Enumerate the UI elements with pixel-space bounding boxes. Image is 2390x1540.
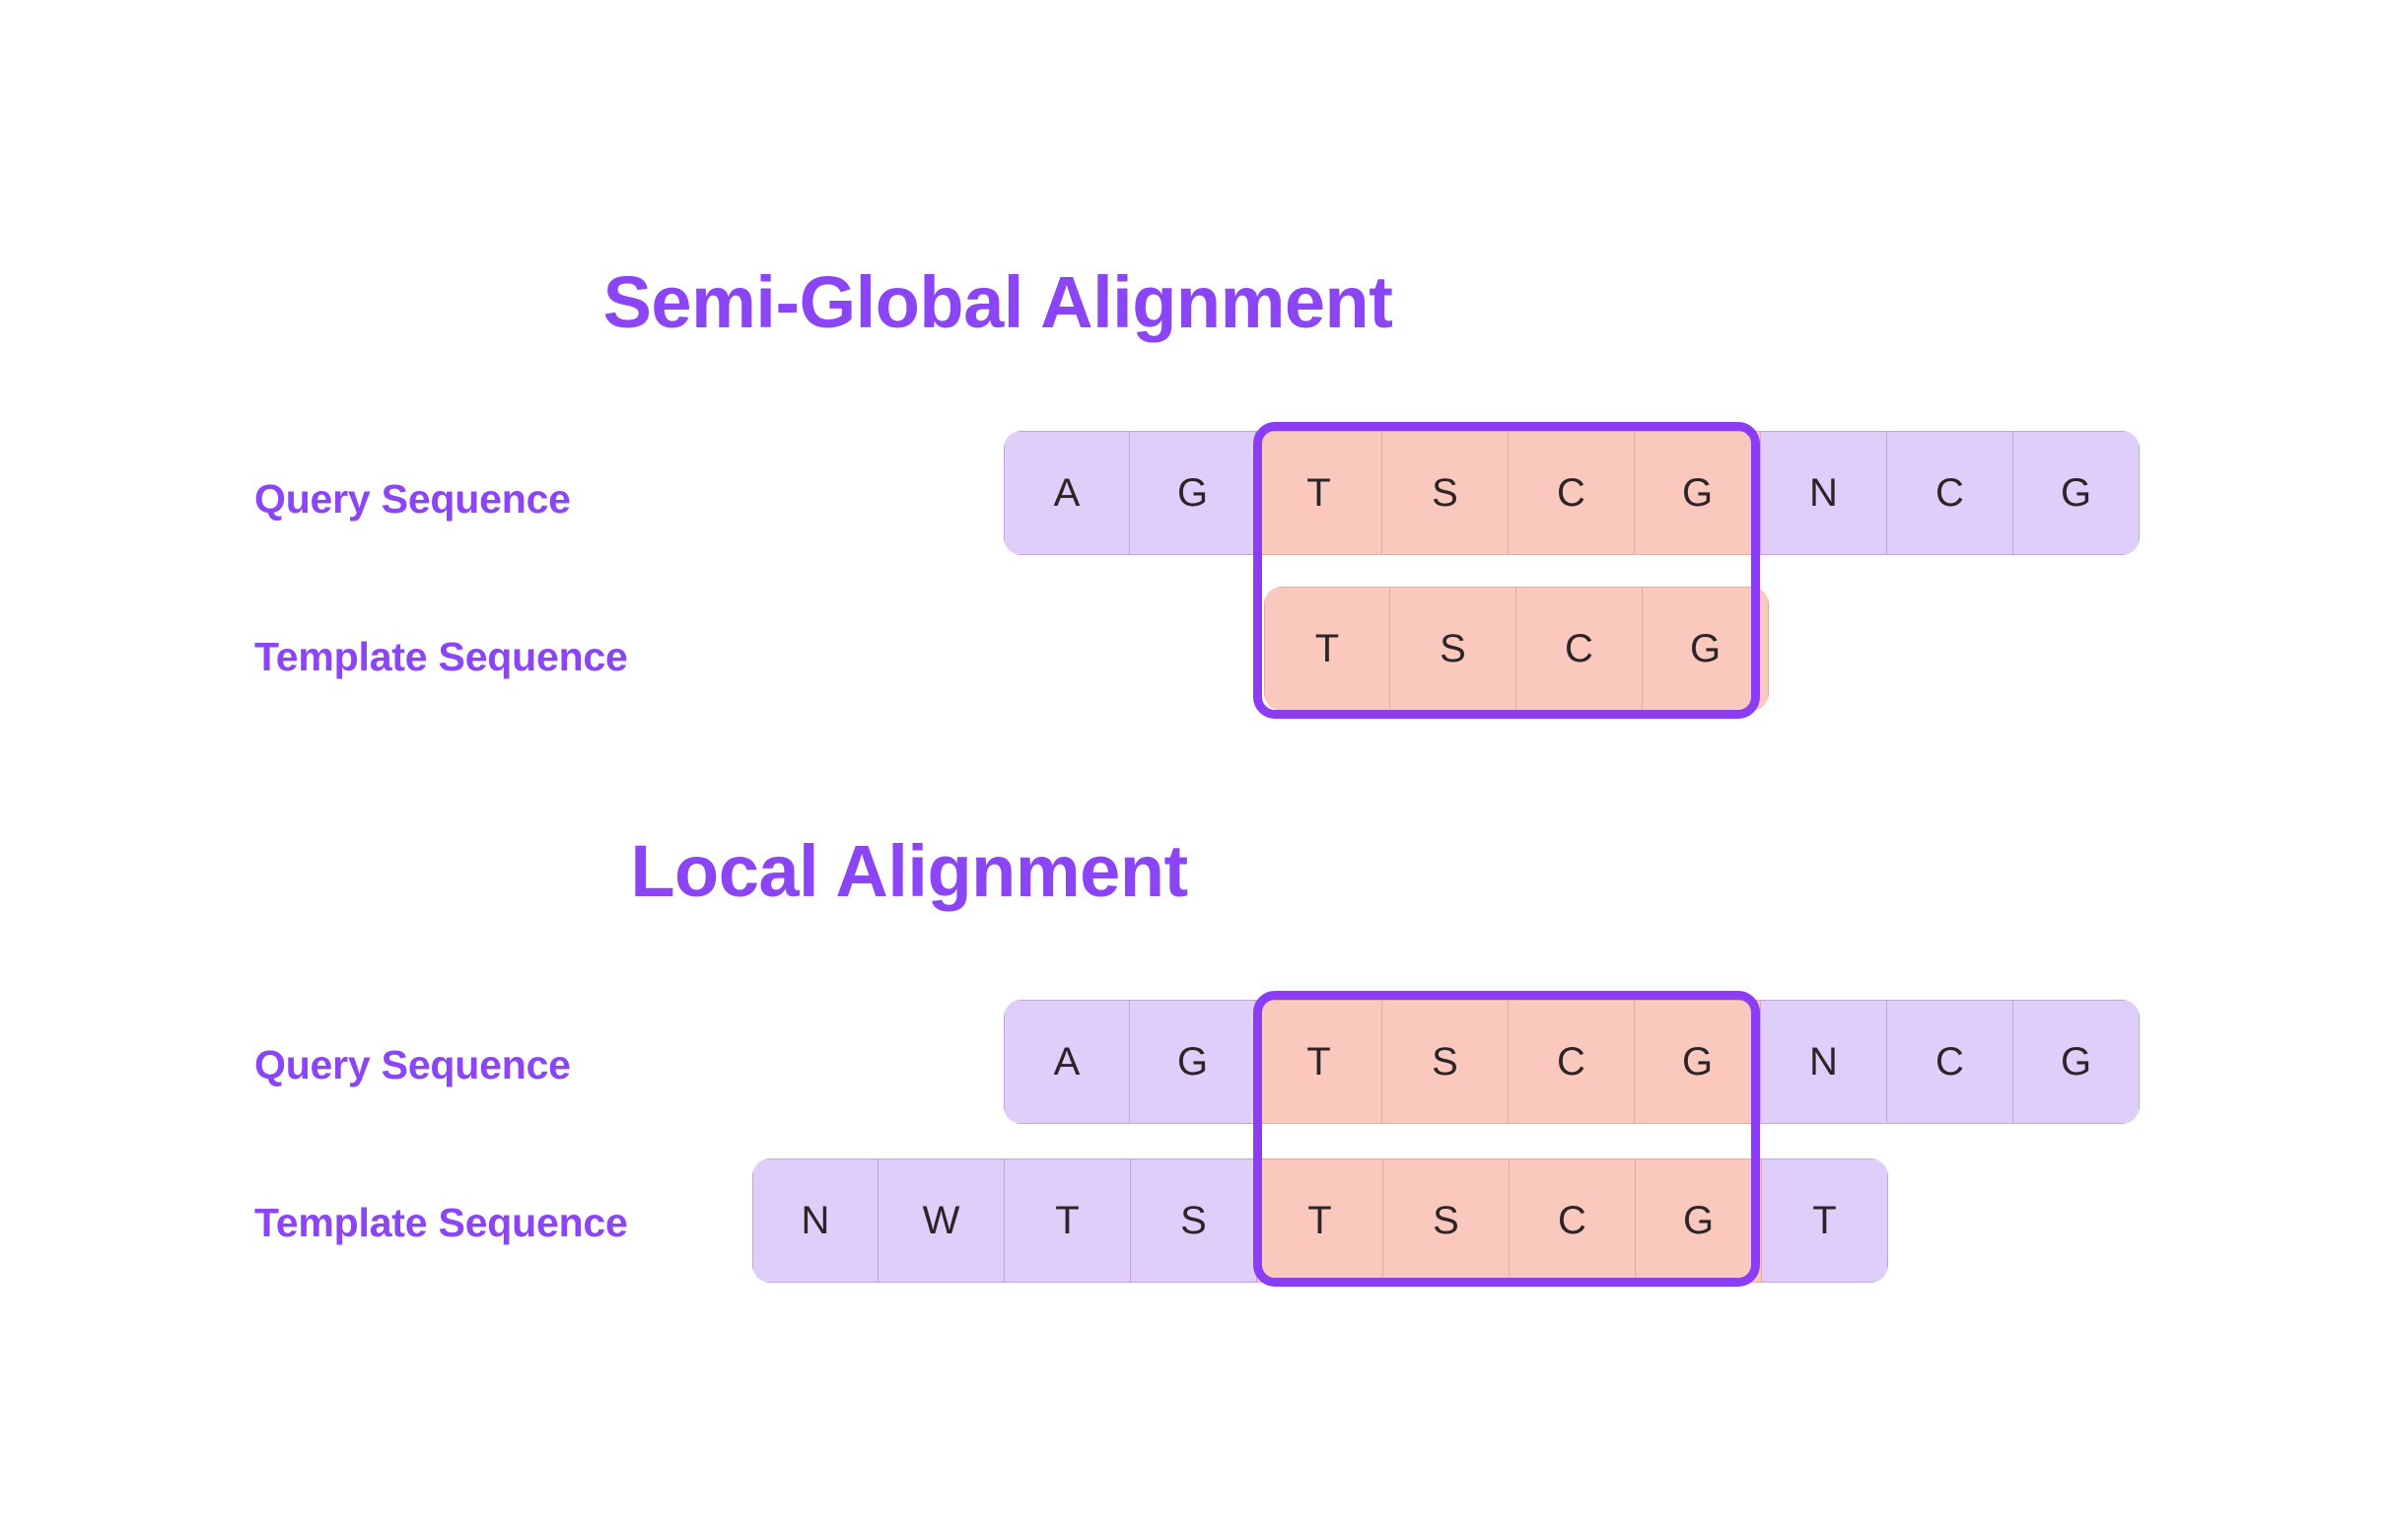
sequence-cell[interactable]: T <box>1762 1158 1888 1283</box>
sequence-cell[interactable]: C <box>1509 1000 1635 1124</box>
section-title-semi-global: Semi-Global Alignment <box>602 261 1393 343</box>
sequence-cell[interactable]: G <box>1635 1000 1761 1124</box>
row-label-semi-global-query: Query Sequence <box>254 476 571 522</box>
sequence-cell[interactable]: C <box>1516 587 1643 711</box>
sequence-cell[interactable]: S <box>1382 431 1509 555</box>
row-label-local-template: Template Sequence <box>254 1200 628 1245</box>
sequence-cell[interactable]: A <box>1004 431 1130 555</box>
sequence-cell[interactable]: C <box>1887 431 2013 555</box>
sequence-cell[interactable]: N <box>1761 431 1887 555</box>
sequence-cell[interactable]: G <box>1635 431 1761 555</box>
sequence-cell[interactable]: C <box>1887 1000 2013 1124</box>
sequence-cell[interactable]: S <box>1382 1000 1509 1124</box>
sequence-cell[interactable]: T <box>1264 587 1390 711</box>
sequence-cell[interactable]: G <box>1130 1000 1256 1124</box>
sequence-cell[interactable]: W <box>879 1158 1005 1283</box>
row-label-semi-global-template: Template Sequence <box>254 634 628 679</box>
sequence-cell[interactable]: G <box>1636 1158 1762 1283</box>
row-label-local-query: Query Sequence <box>254 1042 571 1087</box>
sequence-cell[interactable]: A <box>1004 1000 1130 1124</box>
sequence-cell[interactable]: T <box>1005 1158 1131 1283</box>
sequence-cell[interactable]: N <box>752 1158 879 1283</box>
sequence-cell[interactable]: G <box>2013 1000 2140 1124</box>
sequence-cell[interactable]: S <box>1131 1158 1257 1283</box>
sequence-cell[interactable]: G <box>1643 587 1769 711</box>
sequence-cell[interactable]: T <box>1257 1158 1383 1283</box>
sequence-cell[interactable]: N <box>1761 1000 1887 1124</box>
sequence-cell[interactable]: T <box>1256 431 1382 555</box>
sequence-cell[interactable]: S <box>1390 587 1516 711</box>
sequence-cell[interactable]: G <box>1130 431 1256 555</box>
sequence-strip-local-query: A G T S C G N C G <box>1004 1000 2140 1124</box>
sequence-cell[interactable]: G <box>2013 431 2140 555</box>
sequence-cell[interactable]: C <box>1510 1158 1636 1283</box>
sequence-strip-semi-global-query: A G T S C G N C G <box>1004 431 2140 555</box>
sequence-cell[interactable]: S <box>1383 1158 1510 1283</box>
sequence-strip-local-template: N W T S T S C G T <box>752 1158 1888 1283</box>
section-title-local: Local Alignment <box>630 830 1188 912</box>
sequence-cell[interactable]: T <box>1256 1000 1382 1124</box>
sequence-strip-semi-global-template: T S C G <box>1264 587 1769 711</box>
sequence-cell[interactable]: C <box>1509 431 1635 555</box>
